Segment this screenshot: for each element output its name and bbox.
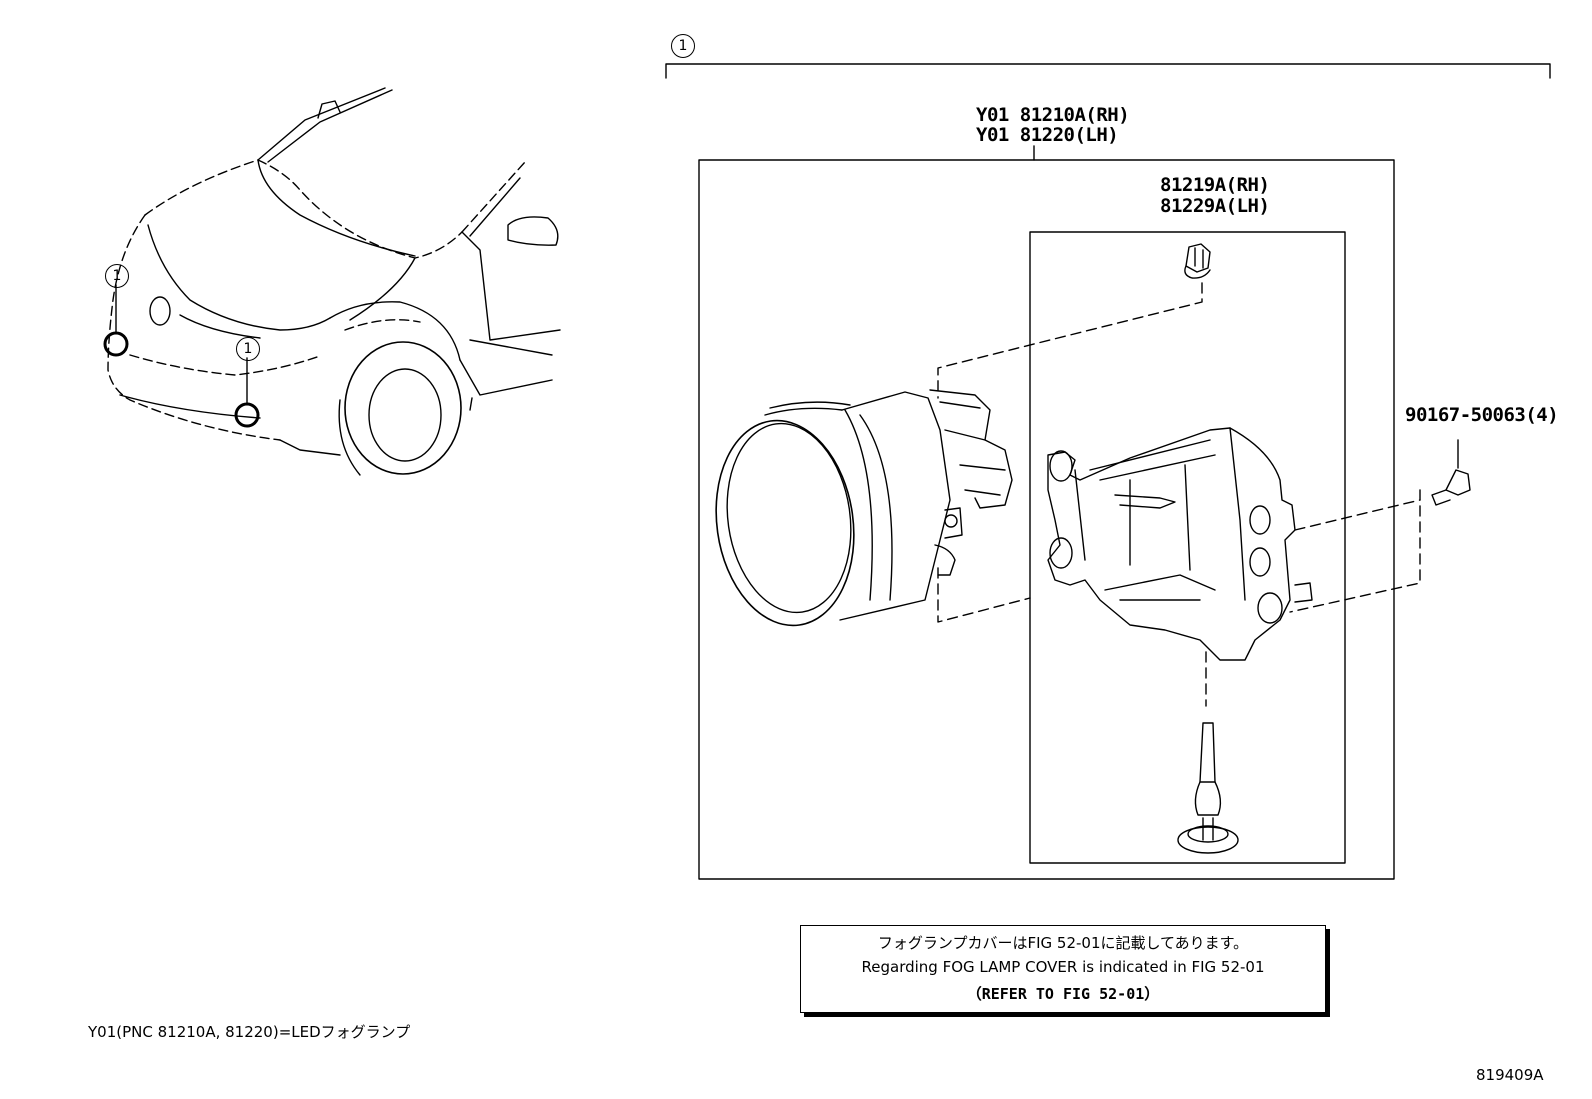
bracket-lh-label: 81229A(LH) <box>1160 195 1270 217</box>
footnote: Y01(PNC 81210A, 81220)=LEDフォグランプ <box>88 1023 411 1041</box>
section-callout: 1 <box>671 34 695 58</box>
vehicle-front-view <box>103 87 561 476</box>
bracket-rh-label: 81219A(RH) <box>1160 174 1270 196</box>
section-bracket <box>665 63 1551 79</box>
note-line-ref: （REFER TO FIG 52-01） <box>966 985 1160 1003</box>
fog-lamp-assembly-box <box>698 159 1395 880</box>
screw-part <box>1431 439 1471 506</box>
note-box: フォグランプカバーはFIG 52-01に記載してあります。 Regarding … <box>800 925 1326 1013</box>
note-line-jp: フォグランプカバーはFIG 52-01に記載してあります。 <box>877 934 1249 952</box>
fog-lamp-part <box>715 389 1013 627</box>
dashed-leaders <box>937 282 1421 707</box>
clip-part <box>1184 243 1211 279</box>
figure-id: 819409A <box>1476 1066 1544 1084</box>
fog-lamp-lh-label: Y01 81220(LH) <box>976 124 1119 146</box>
fog-lamp-rh-label: Y01 81210A(RH) <box>976 104 1130 126</box>
bracket-part <box>1047 427 1313 661</box>
pin-part <box>1177 722 1239 854</box>
note-line-en: Regarding FOG LAMP COVER is indicated in… <box>861 958 1265 976</box>
car-callout-upper: 1 <box>105 264 129 288</box>
screw-label: 90167-50063(4) <box>1405 404 1559 426</box>
bracket-group-box <box>1029 231 1346 864</box>
car-callout-lower: 1 <box>236 337 260 361</box>
